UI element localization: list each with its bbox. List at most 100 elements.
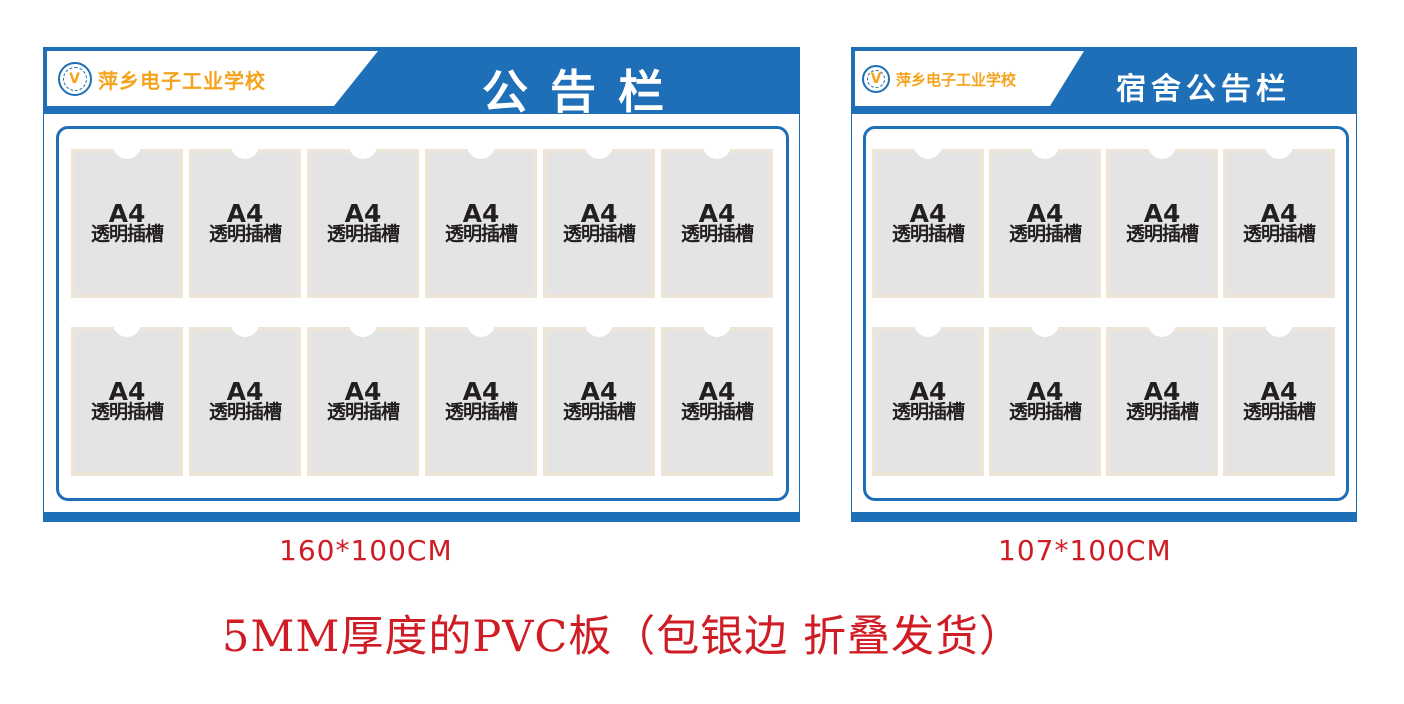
header-gap bbox=[44, 114, 799, 122]
slot-description: 透明插槽 bbox=[326, 401, 400, 423]
slot-size: A4 bbox=[344, 377, 382, 406]
header-banner-graphic bbox=[44, 48, 799, 114]
slot-size: A4 bbox=[1026, 377, 1064, 406]
slot-pocket bbox=[993, 153, 1097, 294]
material-note: 5MM厚度的PVC板（包银边 折叠发货） bbox=[222, 612, 1023, 662]
slot-notch bbox=[1265, 145, 1293, 159]
slot-description: 透明插槽 bbox=[1125, 401, 1199, 423]
slot-pocket bbox=[547, 153, 651, 294]
slot-description: 透明插槽 bbox=[891, 401, 965, 423]
slot-size: A4 bbox=[344, 199, 382, 228]
slot-description: 透明插槽 bbox=[1125, 223, 1199, 245]
slot-pocket bbox=[193, 153, 297, 294]
slot-description: 透明插槽 bbox=[208, 223, 282, 245]
slot-size: A4 bbox=[580, 199, 618, 228]
slot-description: 透明插槽 bbox=[326, 223, 400, 245]
bottom-band bbox=[852, 512, 1356, 521]
slot-size: A4 bbox=[698, 377, 736, 406]
slot-notch bbox=[231, 145, 259, 159]
board-notice-160: 萍乡电子工业学校 公告栏 A4透明插槽A4透明插槽A4透明插槽A4透明插槽A4透… bbox=[43, 47, 800, 522]
slot-notch bbox=[914, 145, 942, 159]
slot-size: A4 bbox=[580, 377, 618, 406]
slot-pocket bbox=[193, 331, 297, 472]
slot-description: 透明插槽 bbox=[1242, 401, 1316, 423]
slot-description: 透明插槽 bbox=[1008, 401, 1082, 423]
board-title: 公告栏 bbox=[482, 65, 686, 119]
slot-notch bbox=[703, 145, 731, 159]
slot-notch bbox=[349, 323, 377, 337]
school-name-text: 萍乡电子工业学校 bbox=[98, 68, 266, 93]
slot-notch bbox=[1148, 323, 1176, 337]
slot-notch bbox=[1148, 145, 1176, 159]
board-header: 萍乡电子工业学校 公告栏 bbox=[44, 48, 799, 119]
slot-pocket bbox=[547, 331, 651, 472]
slot-description: 透明插槽 bbox=[90, 401, 164, 423]
slot-size: A4 bbox=[909, 199, 947, 228]
slot-description: 透明插槽 bbox=[562, 223, 636, 245]
slot-size: A4 bbox=[462, 199, 500, 228]
slot-size: A4 bbox=[909, 377, 947, 406]
slot-pocket bbox=[1110, 153, 1214, 294]
slot-pocket bbox=[311, 331, 415, 472]
slot-notch bbox=[231, 323, 259, 337]
slot-notch bbox=[467, 145, 495, 159]
slot-frame bbox=[863, 126, 1349, 501]
slot-size: A4 bbox=[1143, 199, 1181, 228]
slot-notch bbox=[113, 323, 141, 337]
slot-notch bbox=[585, 323, 613, 337]
slot-size: A4 bbox=[108, 377, 146, 406]
slot-pocket bbox=[665, 331, 769, 472]
slot-description: 透明插槽 bbox=[90, 223, 164, 245]
slot-notch bbox=[349, 145, 377, 159]
school-emblem-icon bbox=[862, 65, 890, 93]
dimension-label-left: 160*100CM bbox=[279, 534, 453, 567]
board-header: 萍乡电子工业学校 宿舍公告栏 bbox=[852, 48, 1356, 114]
slot-notch bbox=[703, 323, 731, 337]
slot-pocket bbox=[1227, 331, 1331, 472]
board-title: 宿舍公告栏 bbox=[1116, 72, 1291, 107]
header-gap bbox=[852, 114, 1356, 122]
slot-size: A4 bbox=[1026, 199, 1064, 228]
school-name-text: 萍乡电子工业学校 bbox=[896, 70, 1017, 89]
slot-pocket bbox=[75, 153, 179, 294]
slot-pocket bbox=[429, 153, 533, 294]
slot-pocket bbox=[75, 331, 179, 472]
slot-notch bbox=[585, 145, 613, 159]
slot-pocket bbox=[665, 153, 769, 294]
slot-size: A4 bbox=[226, 199, 264, 228]
slot-size: A4 bbox=[1260, 199, 1298, 228]
slot-notch bbox=[467, 323, 495, 337]
slot-description: 透明插槽 bbox=[680, 223, 754, 245]
bottom-band bbox=[44, 512, 799, 521]
slot-notch bbox=[1031, 323, 1059, 337]
slot-size: A4 bbox=[462, 377, 500, 406]
